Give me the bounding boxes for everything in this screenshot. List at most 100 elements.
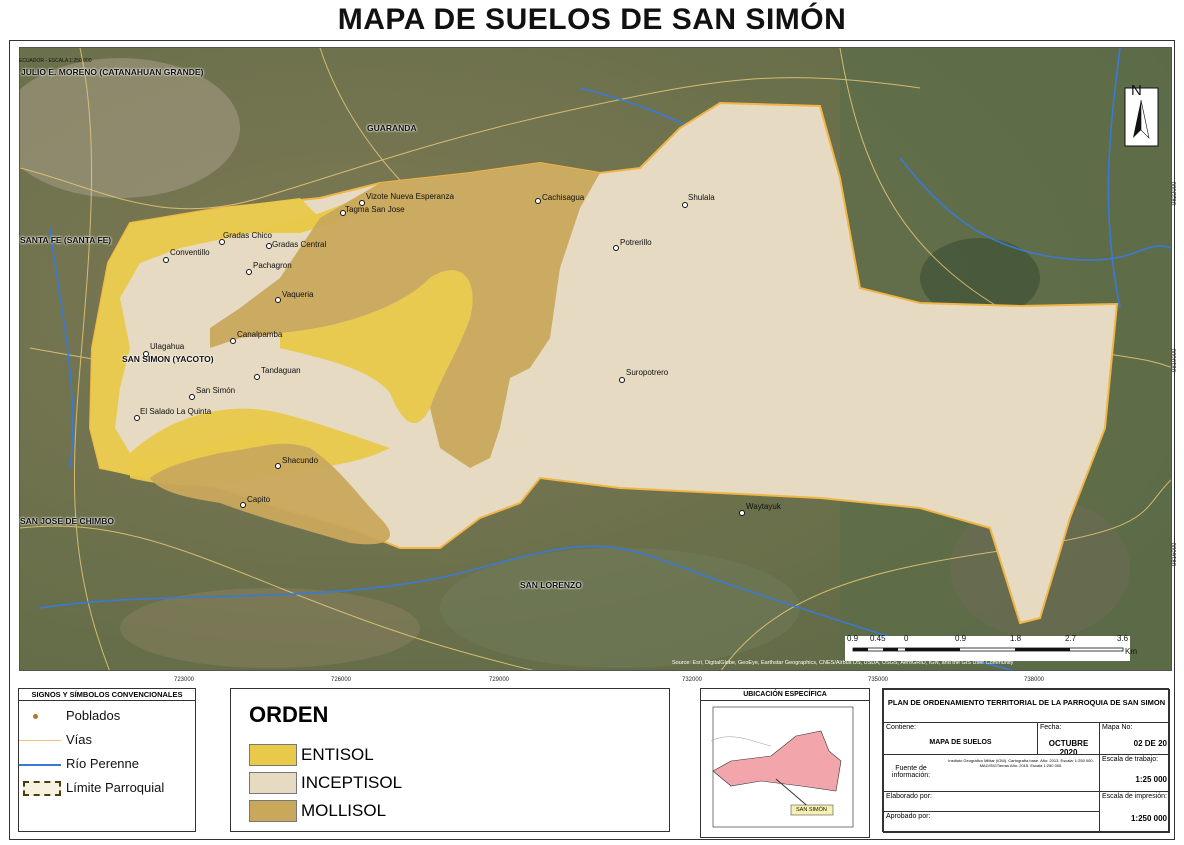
poblado-marker[interactable] [682, 202, 688, 208]
poblado-marker[interactable] [613, 245, 619, 251]
contiene-cell: Contiene: MAPA DE SUELOS [883, 722, 1038, 755]
poblado-marker[interactable] [340, 210, 346, 216]
x-coord: 732000 [682, 677, 703, 683]
place-label: Gradas Central [272, 240, 327, 249]
fecha-cell: Fecha: OCTUBRE 2020 [1037, 722, 1100, 757]
poblado-marker[interactable] [275, 463, 281, 469]
ecuador-scale-note: ECUADOR - ESCALA 1:250 000 [19, 58, 92, 64]
location-inset-map [710, 706, 854, 828]
elaborado-cell: Elaborado por: [883, 791, 1100, 812]
inceptisol-swatch [249, 772, 297, 794]
escala-trabajo-cell: Escala de trabajo: 1:25 000 [1099, 754, 1170, 792]
place-label: Conventillo [170, 248, 210, 257]
label-santa-fe: SANTA FE (SANTA FE) [20, 235, 112, 245]
poblado-marker[interactable] [246, 269, 252, 275]
mapa-no-cell: Mapa No: 02 DE 20 [1099, 722, 1170, 755]
aprobado-cell: Aprobado por: [883, 811, 1100, 833]
north-letter: N [1131, 82, 1142, 99]
label-san-lorenzo: SAN LORENZO [520, 580, 582, 590]
poblado-marker[interactable] [134, 415, 140, 421]
place-label: El Salado La Quinta [140, 407, 212, 416]
x-coord: 738000 [1024, 677, 1045, 683]
poblado-marker[interactable] [254, 374, 260, 380]
place-label: Canalpamba [237, 330, 283, 339]
guaranda-urban-area [20, 58, 240, 198]
legend-orden-panel: ORDEN ENTISOL INCEPTISOL MOLLISOL [230, 688, 670, 832]
entisol-swatch [249, 744, 297, 766]
x-coord: 735000 [868, 677, 889, 683]
scale-tick: 0.9 [955, 634, 967, 643]
place-label: Shulala [688, 193, 715, 202]
scale-unit: Km [1125, 647, 1137, 656]
mollisol-swatch [249, 800, 297, 822]
location-inset: UBICACIÓN ESPECÍFICA SAN SIMÓN [700, 688, 870, 838]
legend-signs-title: SIGNOS Y SÍMBOLOS CONVENCIONALES [19, 689, 195, 701]
poblado-marker[interactable] [219, 239, 225, 245]
legend-signs-panel: SIGNOS Y SÍMBOLOS CONVENCIONALES Poblado… [18, 688, 196, 832]
place-label: Ulagahua [150, 342, 185, 351]
fuente-cell: Fuente de información: Instituto Geográf… [883, 754, 1100, 792]
scale-tick: 1.8 [1010, 634, 1022, 643]
place-label: Waytayuk [746, 502, 781, 511]
place-label: Tandaguan [261, 366, 301, 375]
map-title: MAPA DE SUELOS DE SAN SIMÓN [337, 3, 847, 36]
inceptisol-label: INCEPTISOL [301, 773, 403, 792]
place-label: Cachisagua [542, 193, 585, 202]
north-arrow [1124, 87, 1159, 147]
poblado-marker[interactable] [266, 243, 272, 249]
poblado-marker[interactable] [359, 200, 365, 206]
scale-bar [845, 636, 1130, 661]
map-attribution: Source: Esri, DigitalGlobe, GeoEye, Eart… [672, 660, 1014, 666]
y-coord: 9819000 [1172, 348, 1178, 372]
entisol-zone-west [90, 198, 320, 478]
label-julio-moreno: JULIO E. MORENO (CATANAHUAN GRANDE) [21, 67, 204, 77]
mollisol-label: MOLLISOL [301, 801, 387, 820]
x-coord: 723000 [174, 677, 195, 683]
place-label: Vizote Nueva Esperanza [366, 192, 454, 201]
poblado-marker[interactable] [739, 510, 745, 516]
place-label: Gradas Chico [223, 231, 272, 240]
label-san-jose-de-chimbo: SAN JOSE DE CHIMBO [20, 516, 114, 526]
mollisol-zone-south [150, 443, 390, 545]
place-label: Potrerillo [620, 238, 652, 247]
poblado-icon [33, 714, 38, 719]
escala-impresion-cell: Escala de impresión: 1:250 000 [1099, 791, 1170, 833]
label-san-simon-yacoto: SAN SIMON (YACOTO) [122, 354, 214, 364]
cartouche-title: PLAN DE ORDENAMIENTO TERRITORIAL DE LA P… [883, 689, 1170, 723]
main-map[interactable] [19, 47, 1172, 671]
poblado-marker[interactable] [535, 198, 541, 204]
road-icon [19, 740, 61, 741]
poblado-marker[interactable] [163, 257, 169, 263]
river-icon [19, 764, 61, 766]
y-coord: 9816000 [1172, 542, 1178, 566]
san-simon-parish-shape [712, 730, 842, 792]
scale-tick: 0 [904, 634, 909, 643]
place-label: Vaqueria [282, 290, 314, 299]
place-label: Pachagron [253, 261, 292, 270]
scale-tick: 2.7 [1065, 634, 1077, 643]
location-callout: SAN SIMÓN [796, 807, 827, 813]
entisol-label: ENTISOL [301, 745, 374, 764]
entisol-zone-center [280, 270, 473, 424]
scale-tick: 0.9 [847, 634, 859, 643]
place-label: Capito [247, 495, 271, 504]
poblado-marker[interactable] [275, 297, 281, 303]
x-coord: 729000 [489, 677, 510, 683]
place-label: Tagma San Jose [345, 205, 405, 214]
page-frame [9, 40, 1175, 840]
poblado-marker[interactable] [189, 394, 195, 400]
place-label: Suropotrero [626, 368, 669, 377]
poblado-marker[interactable] [143, 351, 149, 357]
poblado-marker[interactable] [230, 338, 236, 344]
location-inset-title: UBICACIÓN ESPECÍFICA [701, 689, 869, 701]
poblado-marker[interactable] [240, 502, 246, 508]
place-label: Shacundo [282, 456, 319, 465]
scale-tick: 0.45 [870, 634, 886, 643]
place-label: San Simón [196, 386, 236, 395]
poblado-marker[interactable] [619, 377, 625, 383]
map-canvas [20, 48, 1171, 670]
x-coord: 726000 [331, 677, 352, 683]
scale-tick: 3.6 [1117, 634, 1129, 643]
orden-title: ORDEN [249, 702, 329, 727]
cartouche: PLAN DE ORDENAMIENTO TERRITORIAL DE LA P… [882, 688, 1170, 833]
